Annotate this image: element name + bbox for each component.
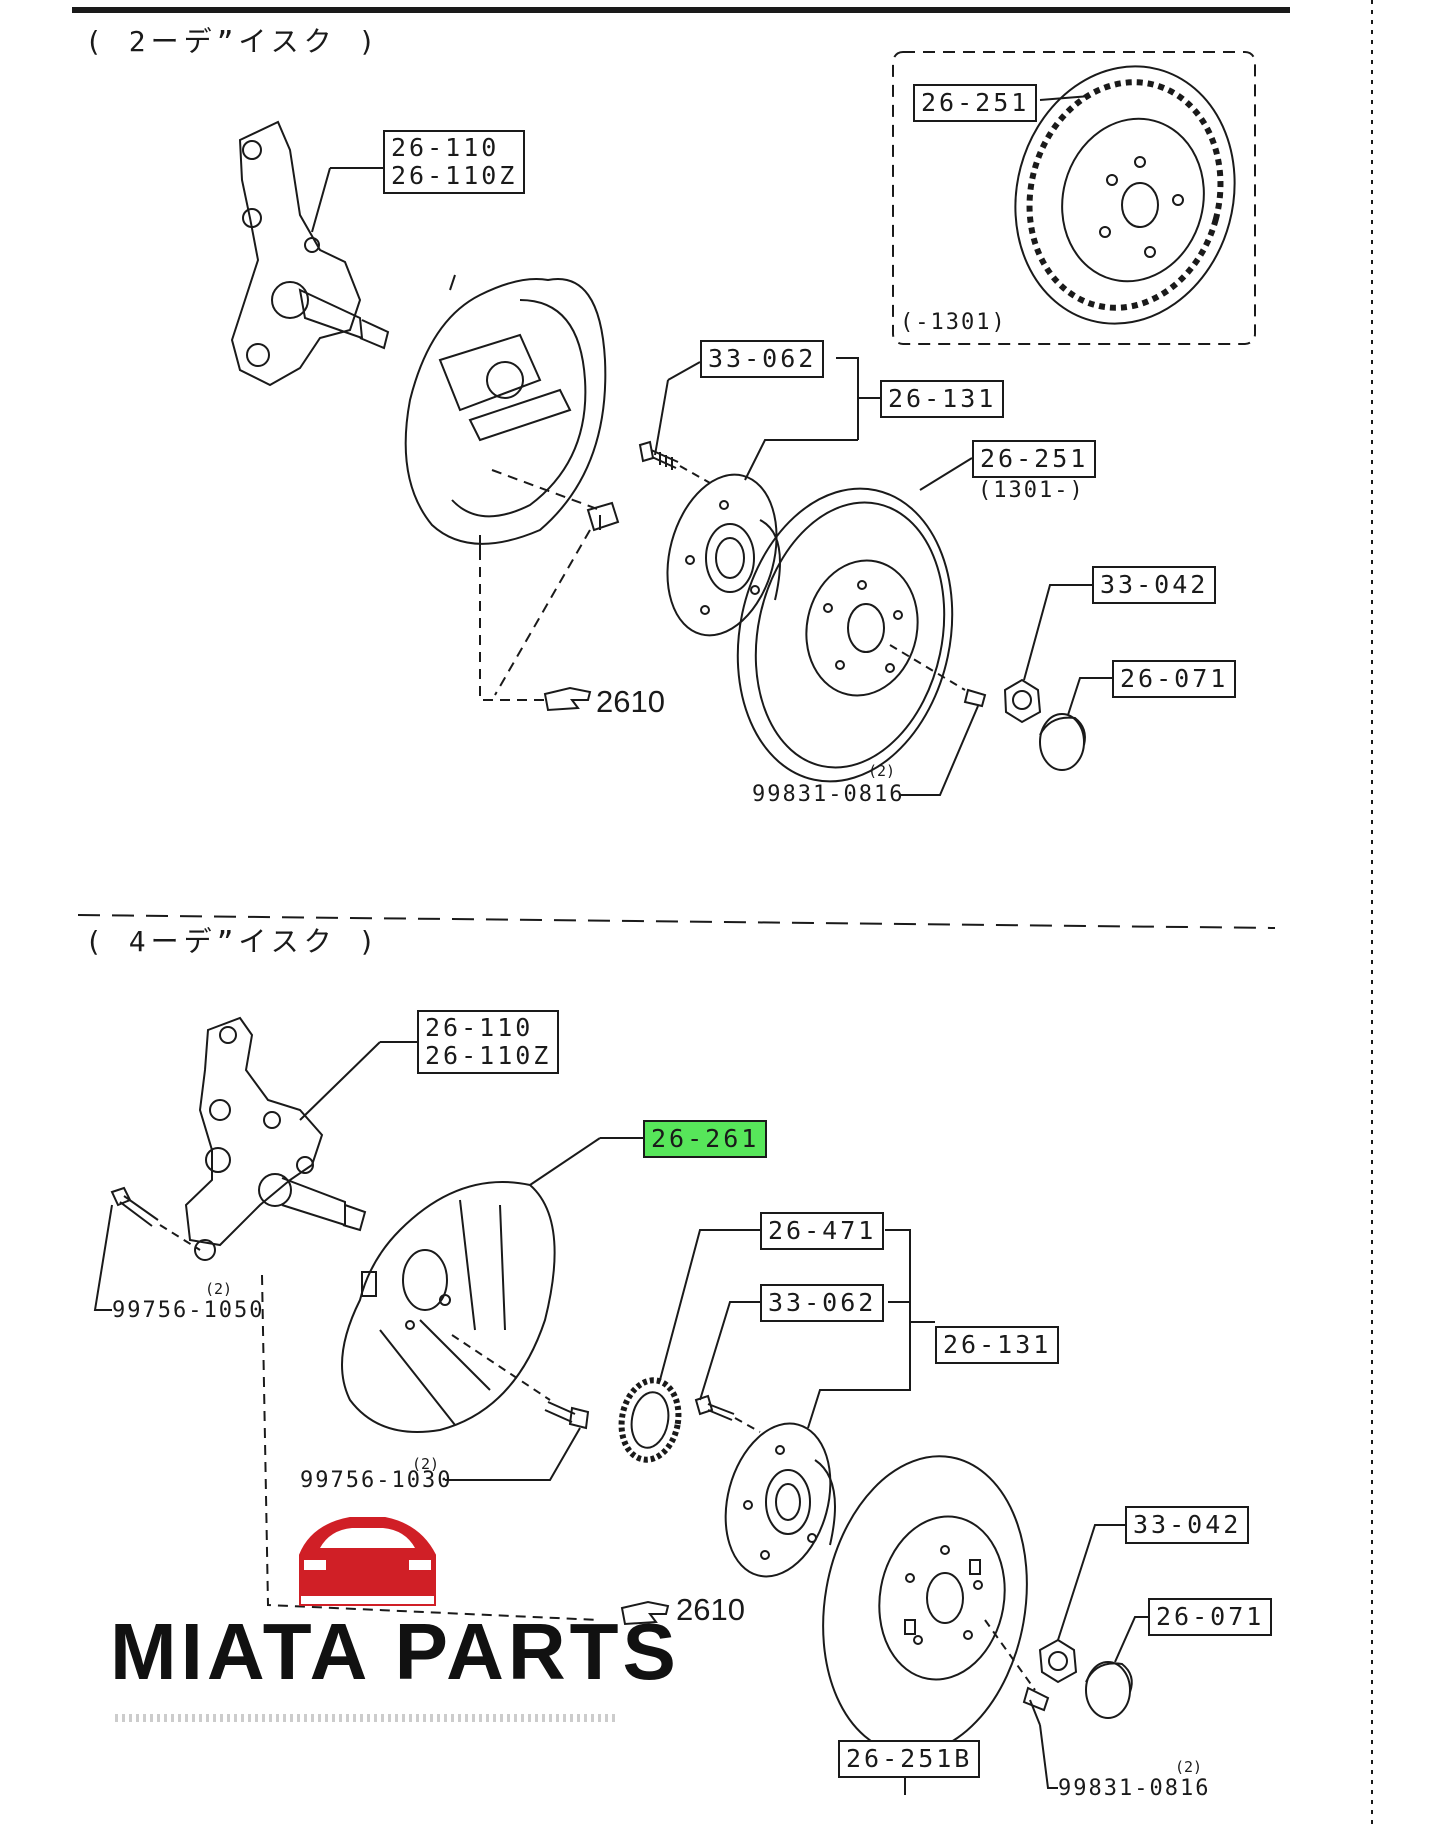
label-top-nut[interactable]: 33-042 [1092,566,1217,604]
top-early-rotor-box [892,51,1256,345]
top-nut-leader [1023,584,1092,681]
top-cap-leader [1067,677,1112,716]
bottom-ref-hand-icon [620,1600,670,1626]
top-early-rotor-icon [1014,65,1236,325]
label-top-rotor-range: (1301-) [978,478,1085,503]
label-top-hub[interactable]: 26-131 [880,380,1005,418]
label-bottom-bolt[interactable]: 33-062 [760,1284,885,1322]
bottom-cover-bolt-icon [544,1401,590,1430]
bottom-screw-dash [984,1619,1036,1691]
label-bottom-knuckle-bolt-qty: (2) [205,1280,233,1298]
bottom-nut-icon [1038,1638,1078,1684]
top-ref-hand-icon [543,686,592,712]
top-ref-leader [479,550,545,701]
bottom-hub-leader [807,1322,911,1429]
bottom-cover-bolt-dash [451,1334,551,1401]
bottom-knuckle-bolt-icon [110,1186,159,1227]
logo-text: MIATA PARTS [110,1607,680,1696]
label-bottom-knuckle[interactable]: 26-110 26-110Z [417,1010,560,1074]
label-bottom-screw-qty: (2) [1175,1758,1203,1776]
top-pin-icon [586,501,620,532]
bottom-screw-icon [1022,1686,1050,1726]
top-cap-icon [1039,713,1086,771]
label-bottom-dust-cover[interactable]: 26-261 [643,1120,768,1158]
label-top-knuckle-1: 26-110 [391,133,500,162]
top-backing-plate-icon [404,274,607,550]
label-bottom-knuckle-bolt[interactable]: 99756-1050 [112,1298,265,1323]
section-heading-4-disc: ( 4ーデˮイスク ) [85,925,381,958]
bottom-knuckle-bolt-leader [93,1204,113,1311]
bottom-hub-bolt-dash [734,1417,761,1433]
bottom-dust-cover-icon [341,1181,556,1433]
top-hub-icon [666,473,781,637]
label-top-cap[interactable]: 26-071 [1112,660,1237,698]
top-hub-leader [744,439,858,481]
label-top-early-rotor[interactable]: 26-251 [913,84,1038,122]
label-top-screw[interactable]: 99831-0816 [752,782,905,807]
logo-car-icon [299,1517,436,1606]
bottom-hub-icon [724,1422,836,1578]
bottom-hub-bolt-icon [694,1394,735,1421]
top-screw-leader [900,705,979,796]
bottom-ref-leader [261,1274,601,1621]
label-top-knuckle[interactable]: 26-110 26-110Z [383,130,526,194]
label-bottom-nut[interactable]: 33-042 [1125,1506,1250,1544]
top-pin-dash [491,469,601,511]
label-bottom-cover-bolt[interactable]: 99756-1030 [300,1468,453,1493]
label-bottom-knuckle-2: 26-110Z [425,1041,552,1070]
section-heading-2-disc: ( 2ーデˮイスク ) [85,25,381,58]
label-bottom-knuckle-1: 26-110 [425,1013,534,1042]
label-top-ref[interactable]: 2610 [596,684,665,719]
bottom-knuckle-leader [299,1041,381,1121]
bottom-knuckle-bolt-dash [159,1224,201,1251]
top-bolt-dash [679,465,711,484]
bottom-sensor-ring-leader [659,1229,760,1381]
top-early-rotor-leader [1039,95,1091,101]
bottom-hub-bolt-leader [699,1301,760,1401]
top-nut-icon [1003,678,1042,724]
bottom-knuckle-icon [184,1016,367,1261]
bottom-dust-cover-leader [529,1137,601,1186]
top-ref-leader-2 [494,529,591,696]
label-bottom-cap[interactable]: 26-071 [1148,1598,1273,1636]
label-bottom-hub[interactable]: 26-131 [935,1326,1060,1364]
bottom-cap-leader [1114,1616,1148,1663]
top-rotor-leader [919,457,973,491]
top-bolt-leader-2 [667,361,701,381]
top-bolt-leader [654,379,669,456]
bottom-sensor-ring-icon [618,1377,682,1463]
top-hub-bracket [836,357,859,440]
label-bottom-screw[interactable]: 99831-0816 [1058,1776,1211,1801]
bottom-cap-icon [1085,1661,1133,1719]
top-knuckle-leader [311,167,331,233]
label-bottom-sensor-ring[interactable]: 26-471 [760,1212,885,1250]
bottom-hub-bracket [885,1229,935,1323]
bottom-nut-leader [1057,1524,1125,1641]
top-screw-dash [889,644,966,691]
label-top-rotor[interactable]: 26-251 [972,440,1097,478]
section-divider [77,914,1276,929]
label-top-early-rotor-range: (-1301) [900,310,1007,335]
label-top-bolt[interactable]: 33-062 [700,340,825,378]
bottom-screw-leader [1039,1724,1058,1789]
bottom-cover-bolt-leader [445,1427,581,1481]
top-knuckle-icon [230,120,390,387]
label-bottom-rotor[interactable]: 26-251B [838,1740,981,1778]
bottom-rotor-icon [822,1455,1028,1755]
label-top-screw-qty: (2) [868,762,896,780]
label-bottom-cover-bolt-qty: (2) [412,1455,440,1473]
top-hub-bolt-icon [638,440,679,470]
label-top-knuckle-2: 26-110Z [391,161,518,190]
label-bottom-ref[interactable]: 2610 [676,1592,745,1627]
top-rotor-icon [736,487,954,783]
top-screw-icon [963,688,987,708]
